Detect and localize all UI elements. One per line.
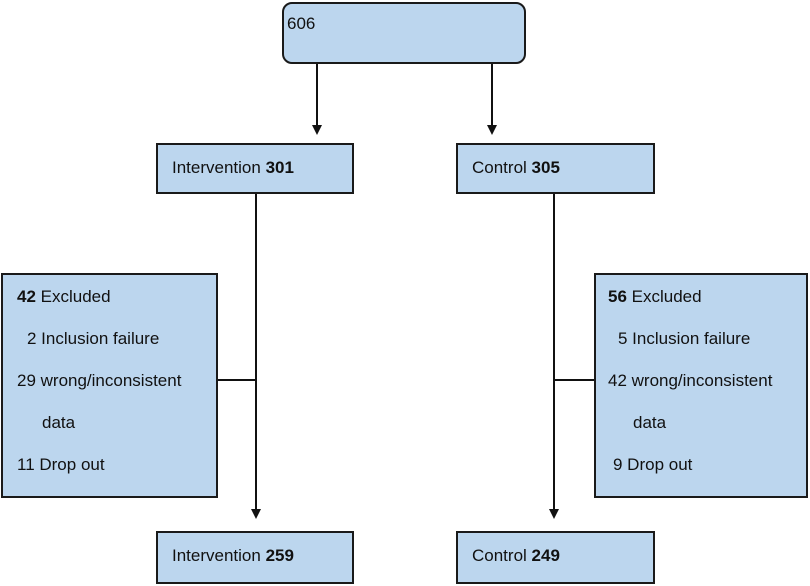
control-excluded-item: 5 Inclusion failure bbox=[618, 329, 751, 348]
control-excluded-title: 56 Excluded bbox=[608, 287, 702, 306]
total-count: 606 bbox=[287, 14, 316, 33]
connector-top-left bbox=[316, 64, 318, 126]
intervention-final-label: Intervention 259 bbox=[172, 546, 294, 565]
total-box: 606 bbox=[282, 2, 526, 64]
intervention-excluded-box: 42 Excluded 2 Inclusion failure 29 wrong… bbox=[1, 273, 218, 498]
intervention-excluded-title: 42 Excluded bbox=[17, 287, 111, 306]
connector-intervention-down bbox=[255, 194, 257, 510]
intervention-count: 301 bbox=[265, 158, 294, 177]
intervention-final-box: Intervention 259 bbox=[156, 531, 354, 584]
control-final-label: Control 249 bbox=[472, 546, 560, 565]
arrow-to-intervention bbox=[312, 125, 322, 135]
control-final-box: Control 249 bbox=[456, 531, 655, 584]
intervention-box: Intervention 301 bbox=[156, 143, 354, 194]
control-count: 305 bbox=[531, 158, 560, 177]
branch-intervention-excluded bbox=[217, 379, 257, 381]
intervention-excluded-item: 2 Inclusion failure bbox=[27, 329, 160, 348]
control-excluded-box: 56 Excluded 5 Inclusion failure 42 wrong… bbox=[594, 273, 808, 498]
control-final-count: 249 bbox=[531, 546, 560, 565]
control-box: Control 305 bbox=[456, 143, 655, 194]
control-excluded-item: 42 wrong/inconsistent bbox=[608, 371, 773, 390]
control-excluded-item: data bbox=[633, 413, 667, 432]
control-label: Control 305 bbox=[472, 158, 560, 177]
intervention-excluded-item: 11 Drop out bbox=[17, 455, 105, 474]
intervention-excluded-item: 29 wrong/inconsistent bbox=[17, 371, 182, 390]
arrow-to-intervention-final bbox=[251, 509, 261, 519]
intervention-excluded-item: data bbox=[42, 413, 76, 432]
branch-control-excluded bbox=[553, 379, 595, 381]
connector-control-down bbox=[553, 194, 555, 510]
arrow-to-control-final bbox=[549, 509, 559, 519]
control-excluded-item: 9 Drop out bbox=[613, 455, 693, 474]
arrow-to-control bbox=[487, 125, 497, 135]
intervention-label: Intervention 301 bbox=[172, 158, 294, 177]
connector-top-right bbox=[491, 64, 493, 126]
intervention-final-count: 259 bbox=[265, 546, 294, 565]
